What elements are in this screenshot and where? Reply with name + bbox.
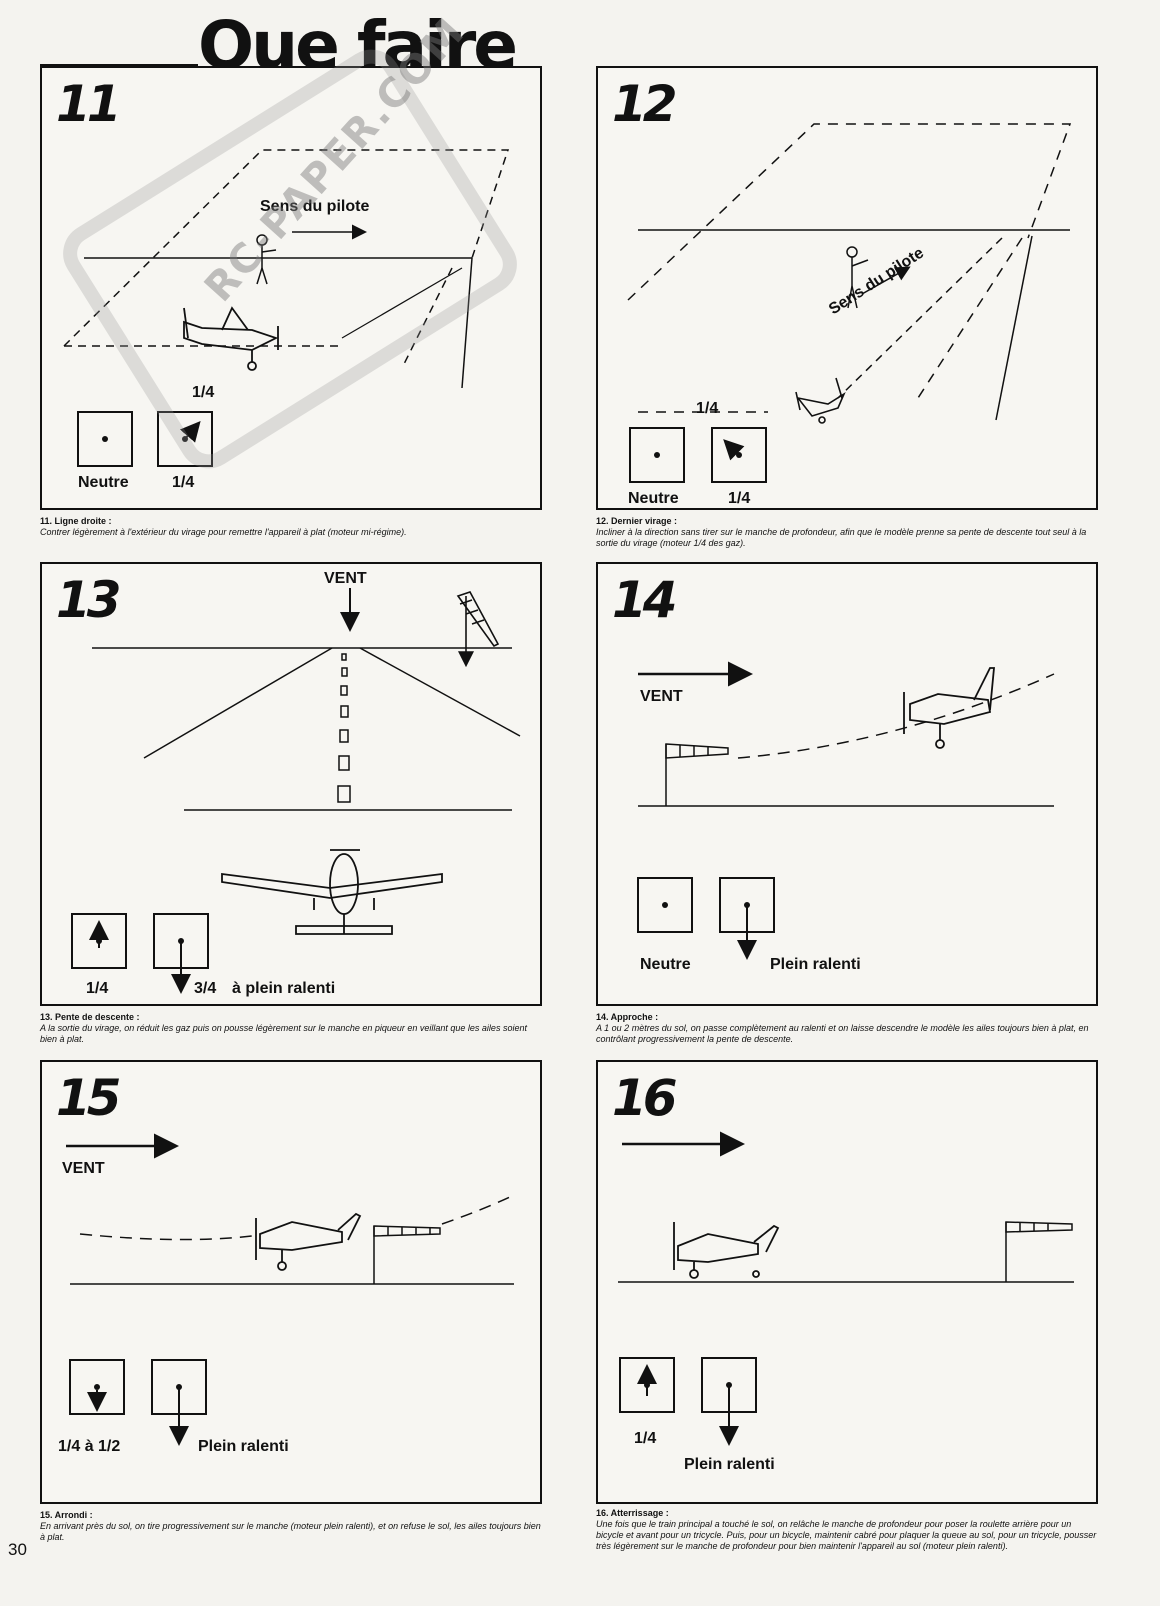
- label-quarter-stick: 1/4: [728, 490, 751, 507]
- panel-number: 16: [612, 1069, 678, 1127]
- label-quarter: 1/4: [696, 400, 719, 417]
- panel-12-drawing: [627, 123, 1072, 483]
- caption-title: 11. Ligne droite :: [40, 516, 112, 526]
- caption-13: 13. Pente de descente : A la sortie du v…: [40, 1012, 542, 1045]
- panel-13-drawing: [71, 588, 521, 994]
- panel-15-drawing: [66, 1133, 514, 1446]
- caption-title: 13. Pente de descente :: [40, 1012, 140, 1022]
- panel-12: 12 Sens du pilote 1/4 Neutre 1/4: [596, 66, 1098, 510]
- caption-title: 12. Dernier virage :: [596, 516, 678, 526]
- label-plein-ralenti: Plein ralenti: [684, 1456, 775, 1473]
- label-quarter: 1/4: [192, 384, 215, 401]
- caption-text: Une fois que le train principal a touché…: [596, 1519, 1097, 1551]
- panel-13: 13 VENT 1/4 3/4 à plein ralenti: [40, 562, 542, 1006]
- caption-15: 15. Arrondi : En arrivant près du sol, o…: [40, 1510, 542, 1543]
- panel-16: 16 1/4 Plein ralenti: [596, 1060, 1098, 1504]
- caption-text: Contrer légèrement à l'extérieur du vira…: [40, 527, 407, 537]
- caption-text: Incliner à la direction sans tirer sur l…: [596, 527, 1087, 548]
- label-neutre: Neutre: [78, 474, 129, 491]
- label-quarter-stick: 1/4: [172, 474, 195, 491]
- label-neutre: Neutre: [640, 956, 691, 973]
- caption-text: A la sortie du virage, on réduit les gaz…: [40, 1023, 527, 1044]
- caption-16: 16. Atterrissage : Une fois que le train…: [596, 1508, 1098, 1552]
- label-three-quarter: 3/4: [194, 980, 217, 997]
- panel-number: 13: [56, 571, 122, 629]
- caption-14: 14. Approche : A 1 ou 2 mètres du sol, o…: [596, 1012, 1098, 1045]
- title-rule: [40, 64, 198, 66]
- caption-11: 11. Ligne droite : Contrer légèrement à …: [40, 516, 542, 538]
- panel-15: 15 VENT 1/4 à 1/2 Plein ralenti: [40, 1060, 542, 1504]
- panel-number: 15: [56, 1069, 122, 1127]
- caption-12: 12. Dernier virage : Incliner à la direc…: [596, 516, 1098, 549]
- label-plein-ralenti: à plein ralenti: [232, 980, 336, 997]
- label-sens-du-pilote: Sens du pilote: [260, 198, 370, 215]
- caption-title: 14. Approche :: [596, 1012, 659, 1022]
- caption-text: En arrivant près du sol, on tire progres…: [40, 1521, 541, 1542]
- label-vent: VENT: [324, 570, 367, 587]
- label-quarter-half: 1/4 à 1/2: [58, 1438, 121, 1455]
- panel-14: 14 VENT Neutre Plein ralenti: [596, 562, 1098, 1006]
- label-quarter: 1/4: [86, 980, 109, 997]
- panel-11: 11 Sens du pilote 1/4 Neutre 1/4: [40, 66, 542, 510]
- panel-11-drawing: [63, 149, 510, 467]
- panel-number: 14: [612, 571, 678, 629]
- caption-text: A 1 ou 2 mètres du sol, on passe complèt…: [596, 1023, 1089, 1044]
- panel-number: 12: [612, 75, 678, 133]
- panel-number: 11: [56, 75, 122, 133]
- caption-title: 16. Atterrissage :: [596, 1508, 669, 1518]
- label-quarter: 1/4: [634, 1430, 657, 1447]
- panel-14-drawing: [637, 661, 1055, 960]
- page-number: 30: [8, 1540, 27, 1559]
- label-plein-ralenti: Plein ralenti: [770, 956, 861, 973]
- label-neutre: Neutre: [628, 490, 679, 507]
- label-plein-ralenti: Plein ralenti: [198, 1438, 289, 1455]
- caption-title: 15. Arrondi :: [40, 1510, 93, 1520]
- label-vent: VENT: [62, 1160, 105, 1177]
- panel-16-drawing: [618, 1131, 1074, 1446]
- label-vent: VENT: [640, 688, 683, 705]
